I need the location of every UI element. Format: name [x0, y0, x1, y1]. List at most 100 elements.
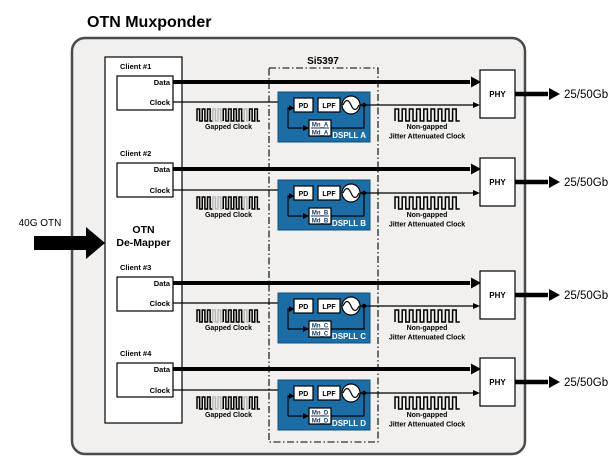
ethernet-rate-label: 25/50GbE — [564, 290, 608, 302]
gapped-clock-waveform-icon — [196, 196, 261, 210]
loop-filter-label: LPF — [322, 191, 336, 198]
sine-icon — [342, 99, 360, 111]
feedback-line — [331, 105, 365, 129]
feedback-line — [287, 107, 289, 128]
dspll-name: DSPLL C — [332, 332, 366, 341]
dspll-block-c: PD LPF Mn_C Md_C DSPLL C — [277, 292, 473, 344]
client-label: Client #3 — [120, 263, 151, 272]
gapped-clock-waveform-icon — [196, 108, 261, 122]
phy-label: PHY — [489, 90, 506, 99]
input-label: 40G OTN — [19, 218, 62, 229]
nongapped-clock-waveform-icon — [394, 309, 460, 323]
loop-filter-label: LPF — [322, 103, 336, 110]
gapped-clock-label: Gapped Clock — [205, 325, 252, 332]
client-box — [116, 75, 174, 111]
nongapped-clock-waveform-icon — [394, 108, 460, 122]
data-port-label: Data — [154, 165, 171, 174]
nongapped-label-line2: Jitter Attenuated Clock — [389, 222, 465, 229]
demapper-title-line1: OTN — [132, 224, 154, 236]
feedback-line — [287, 395, 289, 416]
feedback-arrowhead-icon — [303, 213, 309, 219]
phy-label: PHY — [489, 291, 506, 300]
client-label: Client #1 — [120, 62, 151, 71]
client-label: Client #2 — [120, 149, 151, 158]
dspll-block-b: PD LPF Mn_B Md_B DSPLL B — [277, 179, 473, 231]
phy-label: PHY — [489, 378, 506, 387]
phase-detector-box — [293, 185, 314, 201]
channel-row-a: Client #1 Data Clock Gapped Clock PD LPF — [116, 62, 608, 143]
feedback-arrowhead-icon — [303, 125, 309, 131]
channel-row-b: Client #2 Data Clock Gapped Clock PD LPF — [116, 149, 608, 231]
divider-numerator: Mn_A — [312, 123, 329, 129]
phy-box — [479, 157, 516, 207]
phase-detector-label: PD — [299, 191, 309, 198]
data-port-label: Data — [154, 279, 171, 288]
nongapped-label-line1: Non-gapped — [407, 212, 448, 219]
feedback-line — [331, 393, 365, 417]
data-arrowhead-icon — [471, 363, 481, 375]
dspll-block-d: PD LPF Mn_D Md_D DSPLL D — [277, 379, 473, 431]
phase-detector-label: PD — [299, 103, 309, 110]
clock-port-label: Clock — [150, 386, 171, 395]
ethernet-rate-label: 25/50GbE — [564, 89, 608, 101]
phase-detector-label: PD — [299, 304, 309, 311]
loop-filter-box — [317, 185, 341, 201]
client-box — [116, 276, 174, 312]
chip-label: Si5397 — [307, 56, 339, 67]
output-arrowhead-icon — [549, 88, 560, 100]
feedback-line — [331, 306, 365, 330]
nongapped-label-line2: Jitter Attenuated Clock — [389, 134, 465, 141]
divider-numerator: Mn_C — [312, 324, 329, 330]
phase-detector-box — [293, 298, 314, 314]
channel-row-c: Client #3 Data Clock Gapped Clock PD LPF — [116, 263, 608, 344]
output-arrowhead-icon — [549, 176, 560, 188]
feedback-line — [287, 195, 289, 216]
clock-arrowhead-icon — [473, 303, 480, 309]
loop-filter-box — [317, 298, 341, 314]
client-box — [116, 162, 174, 198]
clock-port-label: Clock — [150, 299, 171, 308]
channel-row-d: Client #4 Data Clock Gapped Clock PD LPF — [116, 349, 608, 431]
data-port-label: Data — [154, 78, 171, 87]
loop-filter-label: LPF — [322, 304, 336, 311]
phase-detector-box — [293, 97, 314, 113]
divider-denominator: Md_B — [312, 219, 329, 225]
loop-filter-label: LPF — [322, 391, 336, 398]
data-arrowhead-icon — [471, 277, 481, 289]
divider-denominator: Md_C — [312, 332, 329, 338]
sine-icon — [342, 387, 360, 399]
chip-dashed-boundary — [268, 67, 379, 443]
phase-detector-label: PD — [299, 391, 309, 398]
nongapped-label-line2: Jitter Attenuated Clock — [389, 335, 465, 342]
dspll-name: DSPLL B — [332, 219, 366, 228]
feedback-arrowhead-icon — [289, 306, 295, 312]
page-title: OTN Muxponder — [87, 14, 211, 31]
data-arrowhead-icon — [471, 163, 481, 175]
clock-arrowhead-icon — [473, 190, 480, 196]
client-box — [116, 362, 174, 398]
sine-icon — [342, 300, 360, 312]
output-arrowhead-icon — [549, 289, 560, 301]
nongapped-label-line1: Non-gapped — [407, 124, 448, 131]
data-arrowhead-icon — [471, 76, 481, 88]
clock-port-label: Clock — [150, 186, 171, 195]
clock-port-label: Clock — [150, 98, 171, 107]
feedback-arrowhead-icon — [303, 413, 309, 419]
nongapped-label-line1: Non-gapped — [407, 412, 448, 419]
dspll-name: DSPLL D — [332, 419, 366, 428]
dspll-name: DSPLL A — [332, 131, 366, 140]
output-arrowhead-icon — [549, 376, 560, 388]
gapped-clock-waveform-icon — [196, 396, 261, 410]
divider-numerator: Mn_B — [312, 211, 329, 217]
clock-arrowhead-icon — [473, 390, 480, 396]
nongapped-label-line2: Jitter Attenuated Clock — [389, 422, 465, 429]
nongapped-clock-waveform-icon — [394, 396, 460, 410]
divider-denominator: Md_D — [312, 419, 329, 425]
loop-filter-box — [317, 97, 341, 113]
clock-arrowhead-icon — [473, 102, 480, 108]
gapped-clock-waveform-icon — [196, 309, 261, 323]
sine-icon — [342, 187, 360, 199]
client-label: Client #4 — [120, 349, 152, 358]
